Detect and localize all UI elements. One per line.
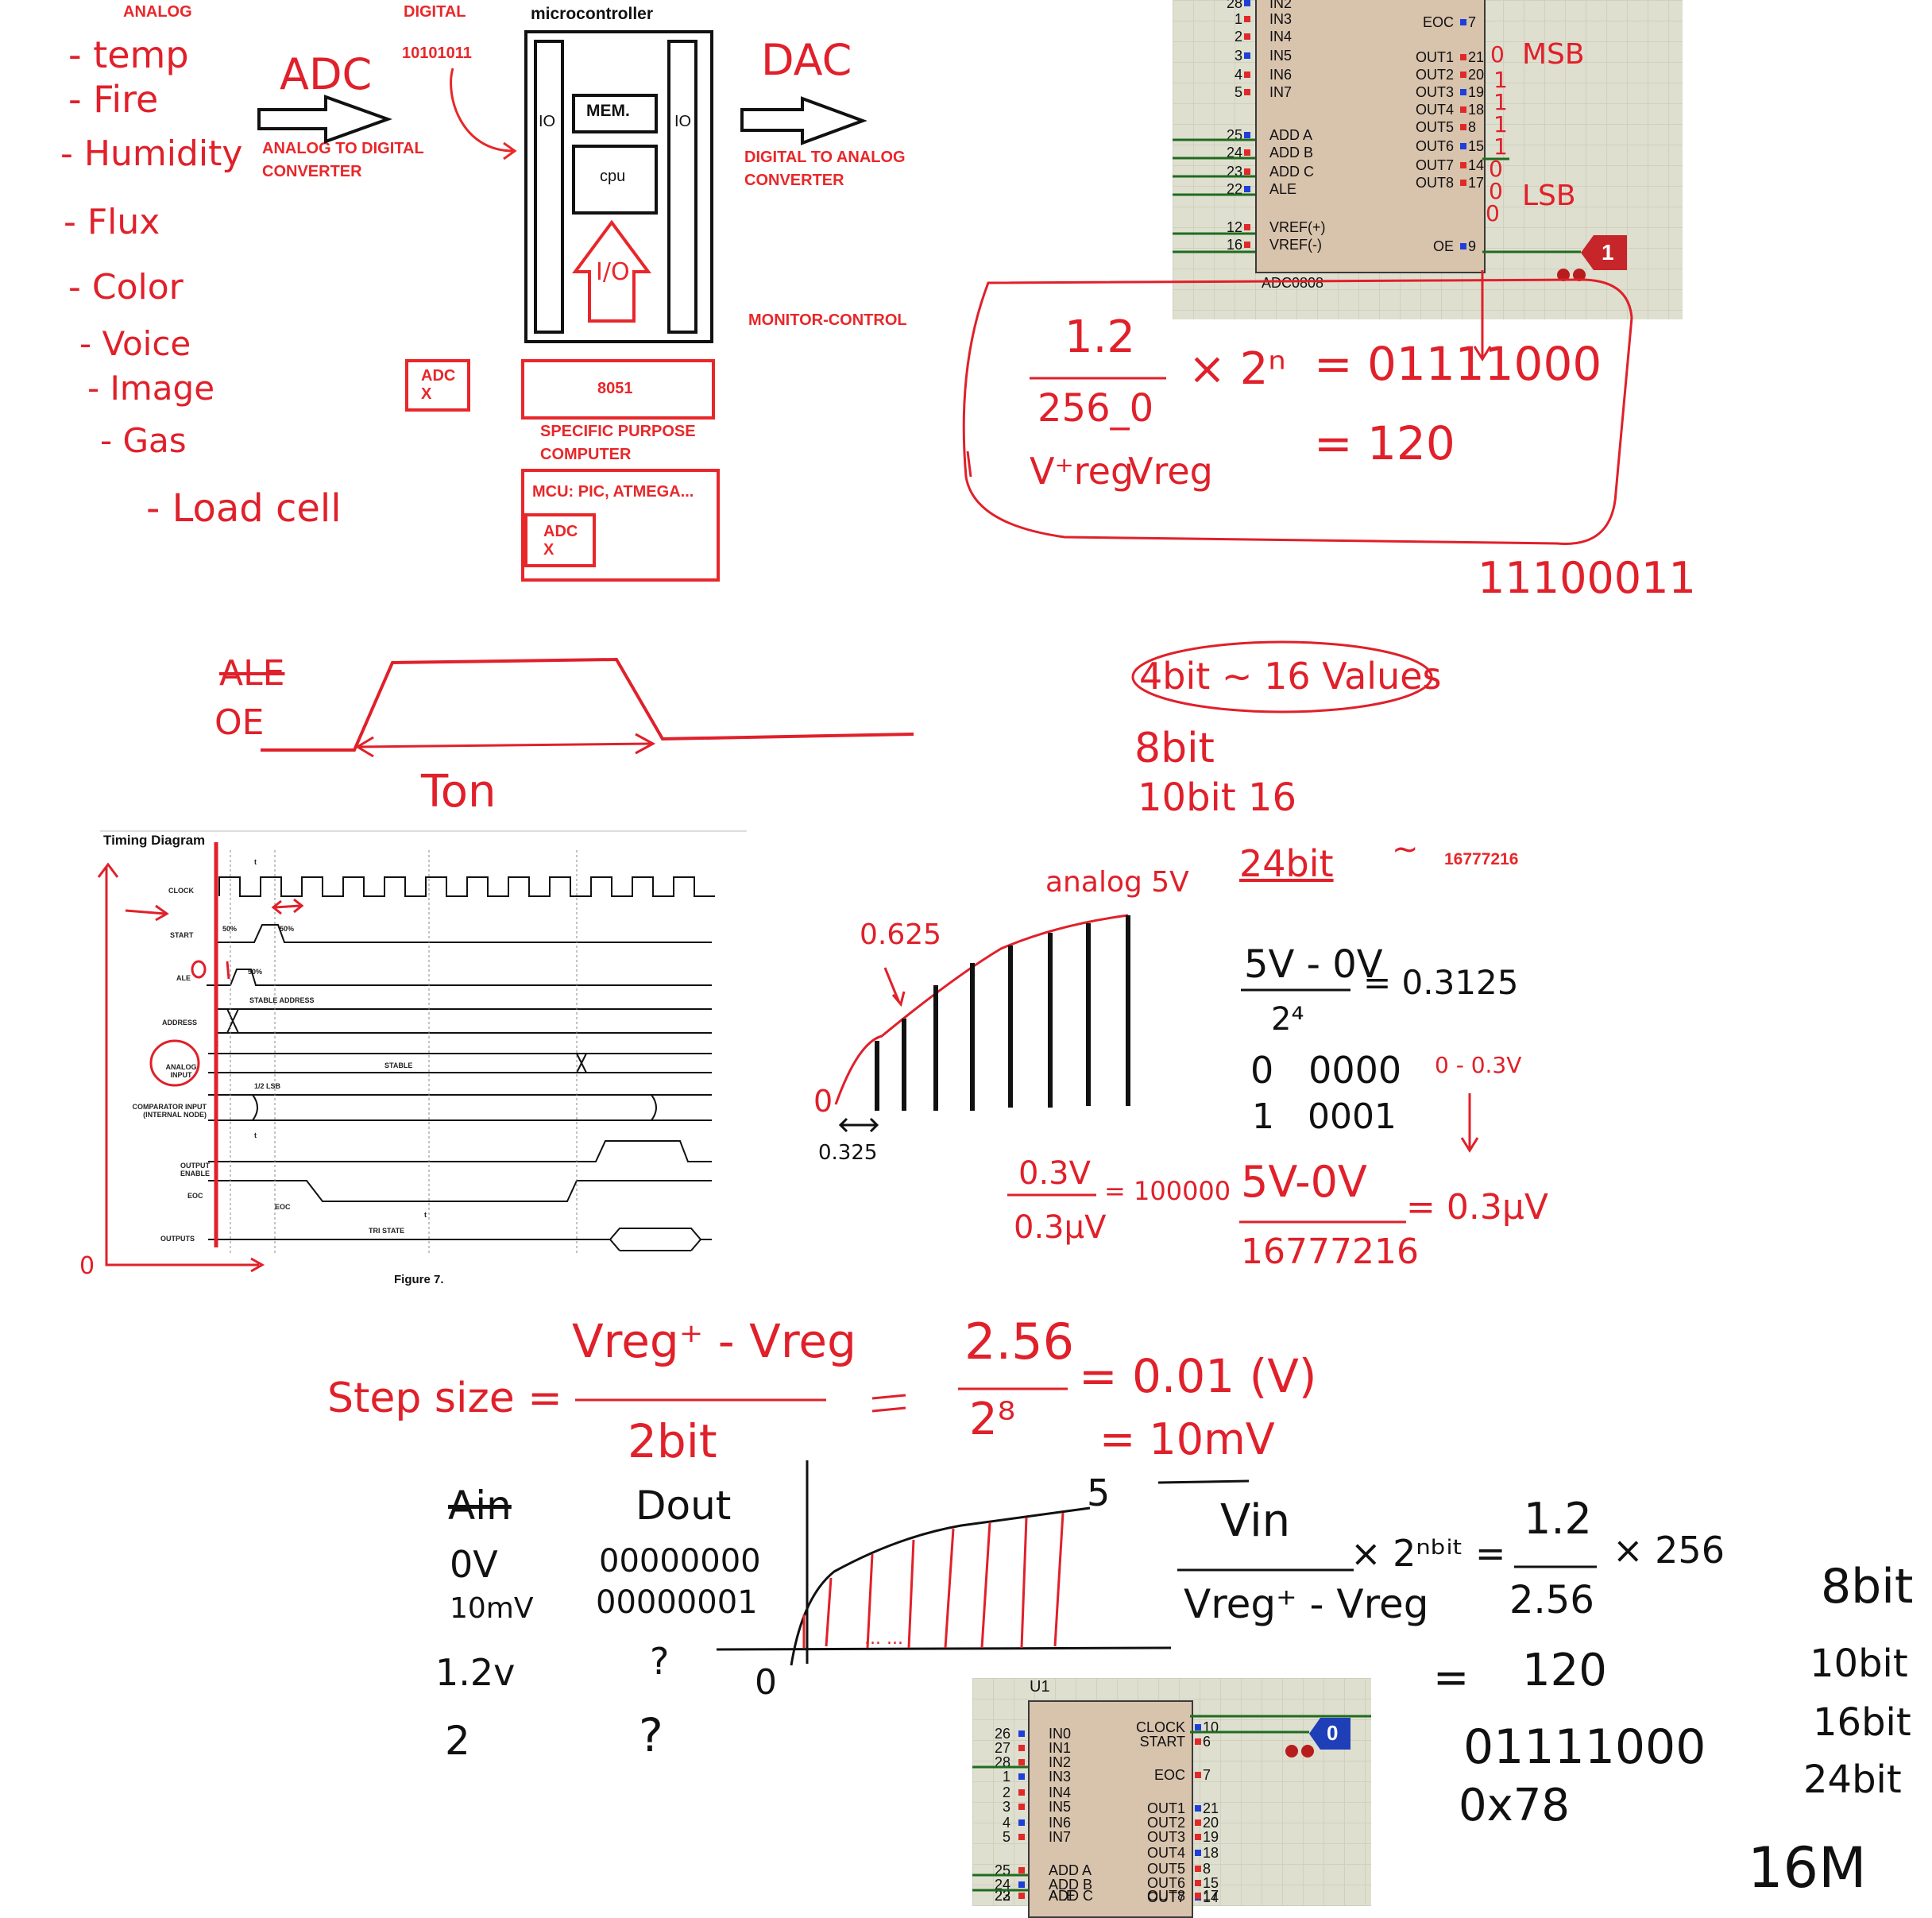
- timing-start-wave: [214, 925, 712, 942]
- timing-eoc-wave: [208, 1181, 712, 1201]
- timing-oe-wave: [208, 1141, 712, 1162]
- timing-comparator-wave: [208, 1095, 712, 1120]
- timing-clock-wave: [219, 877, 715, 896]
- timing-analog-wave: [208, 1054, 712, 1073]
- timing-ale-wave: [207, 969, 712, 985]
- timing-address-wave: [214, 1009, 712, 1033]
